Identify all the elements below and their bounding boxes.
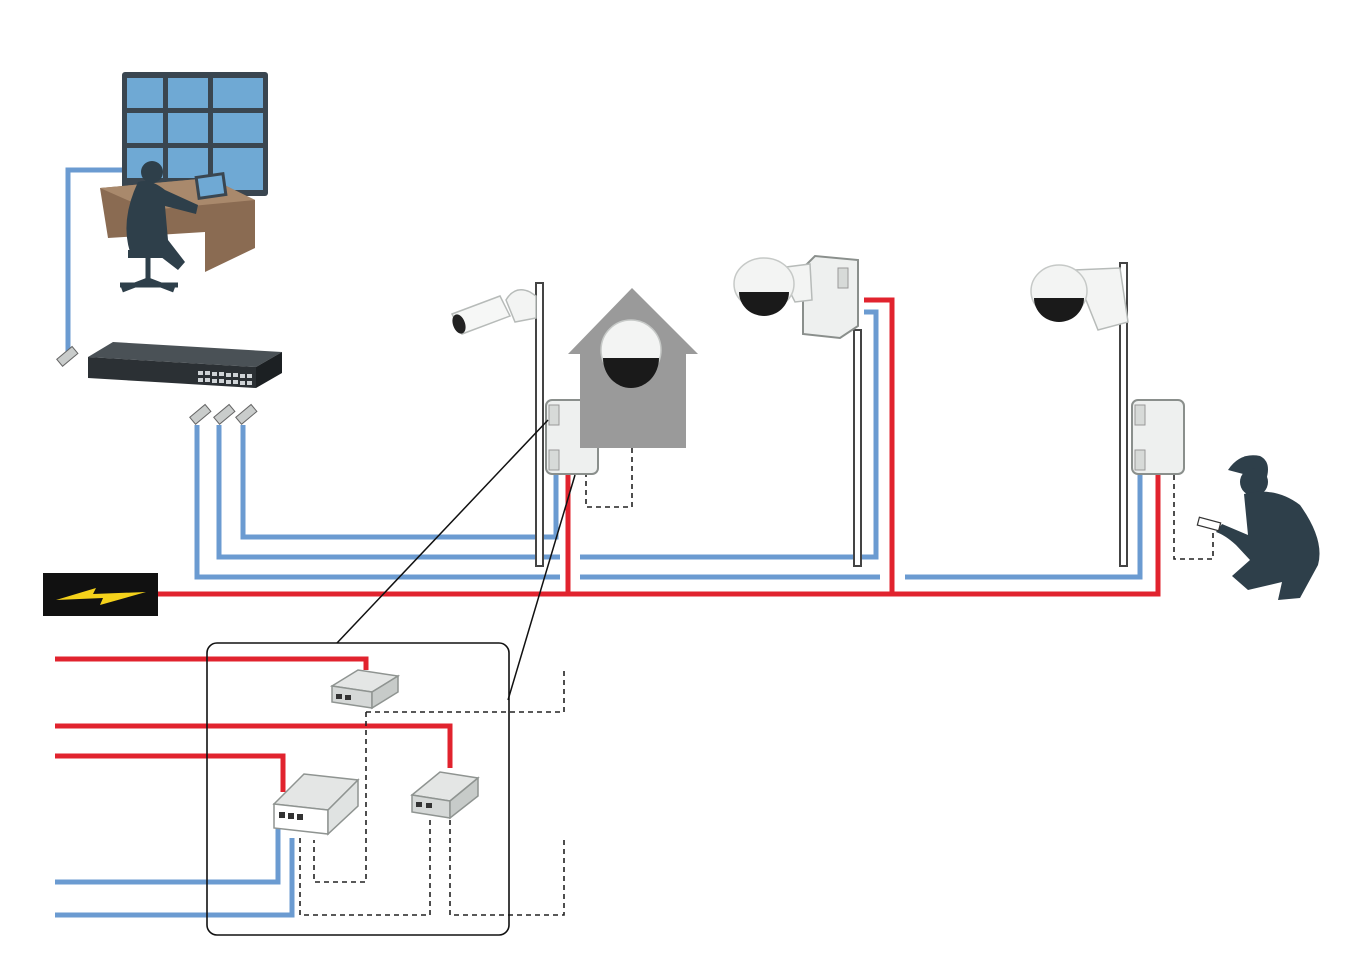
enclosure-3 xyxy=(1131,399,1185,475)
bullet-camera xyxy=(450,289,537,335)
lightning-bolt-icon xyxy=(56,588,146,605)
technician xyxy=(1196,455,1320,600)
indoor-dome-camera xyxy=(600,319,662,388)
control-room xyxy=(100,72,268,293)
video-wall xyxy=(122,72,268,196)
fiber-cables xyxy=(55,167,1143,918)
sfp-modules xyxy=(56,345,258,425)
poe-injector-top xyxy=(329,669,401,710)
network-switch xyxy=(88,342,282,388)
pole-1 xyxy=(450,282,599,567)
poe-injector-bottom xyxy=(410,771,480,820)
fiber-media-converter xyxy=(272,773,360,836)
pole-dome-camera xyxy=(733,257,813,316)
building xyxy=(568,288,698,448)
power-cables xyxy=(55,297,1161,792)
operator-silhouette xyxy=(120,161,198,293)
far-dome-camera xyxy=(1030,264,1129,331)
sfp-module-icon xyxy=(56,345,79,367)
pole-3 xyxy=(1030,262,1185,567)
detail-inset xyxy=(206,419,576,936)
enclosure-2 xyxy=(802,254,859,340)
power-source xyxy=(43,573,158,616)
copper-cables xyxy=(299,300,1214,916)
pole-2 xyxy=(733,254,862,567)
